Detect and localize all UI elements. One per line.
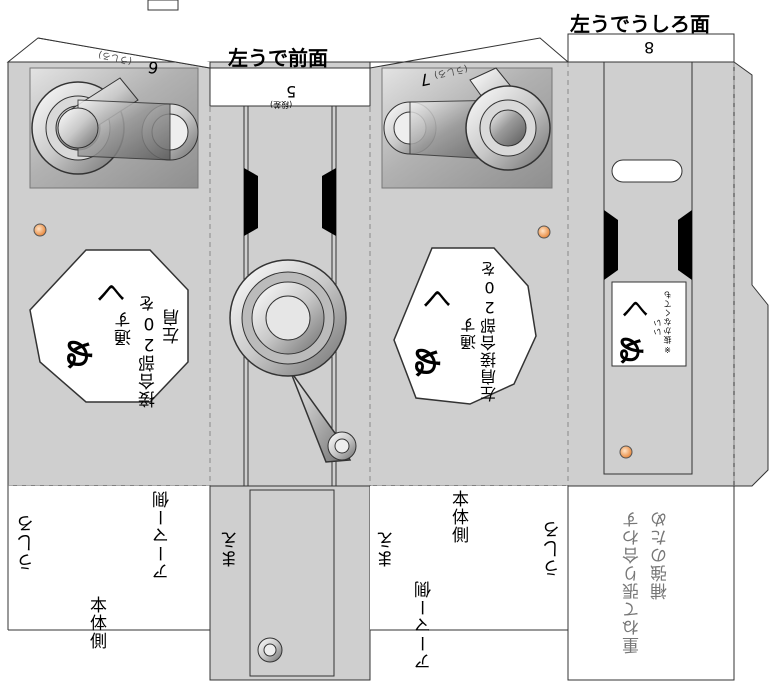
badge-right-mark: ぬ [614, 335, 648, 365]
title-back: 左うでうしろ面 [570, 12, 710, 36]
badge-left-mark: ぬ [60, 339, 95, 369]
panel-number-8: 8 [644, 38, 655, 57]
panel-5-front [229, 105, 357, 487]
label-reinforce-1: 補強のため [651, 510, 671, 600]
panel-number-5-sub: (段差) [270, 100, 293, 109]
panel-6-joint-image [29, 67, 199, 189]
bottom-flap-middle [370, 486, 568, 631]
label-armor-side-middle: アーマー側 [415, 580, 435, 670]
panel-7-joint-image [381, 67, 553, 189]
slot-right [322, 168, 336, 236]
label-front-left: まえ [220, 530, 241, 568]
label-front-middle: まえ [376, 530, 397, 568]
title-front: 左うで前面 [228, 46, 328, 70]
slot-right-8 [678, 210, 692, 280]
label-back-left: うしろ [16, 514, 37, 571]
octagon-middle [393, 247, 537, 405]
badge-middle-arrow: く [418, 285, 453, 315]
bottom-flap-left [7, 486, 210, 631]
label-back-right: うしろ [542, 520, 563, 577]
bottom-flap-center [209, 485, 371, 681]
slot-left [244, 168, 258, 236]
badge-left-line3: 通す [115, 310, 135, 346]
label-armor-side-left: アーマー側 [153, 490, 173, 580]
octagon-left [29, 249, 189, 403]
badge-middle-mark: ぬ [408, 347, 443, 377]
badge-middle-line2: 通す [460, 316, 479, 350]
tab-panel-5 [209, 67, 371, 107]
label-reinforce-2: 重ねて張り合わす [623, 510, 643, 654]
tab-panel-8 [567, 33, 735, 63]
badge-right-note2: いい [653, 318, 662, 336]
label-body-side-left: 本体側 [86, 596, 106, 650]
badge-left-arrow: く [92, 279, 127, 309]
bottom-flap-right [567, 485, 735, 681]
small-corner-box [147, 0, 179, 11]
badge-left-line2: 接合部20を [139, 294, 159, 408]
panel-8-back [603, 61, 693, 475]
badge-left-line1: 左肩 [163, 308, 183, 344]
slot-left-8 [604, 210, 618, 280]
label-body-side-middle: 本体側 [448, 490, 468, 544]
badge-right-note1: ※抜かなくても [663, 290, 672, 354]
badge-right-arrow: く [618, 295, 652, 325]
